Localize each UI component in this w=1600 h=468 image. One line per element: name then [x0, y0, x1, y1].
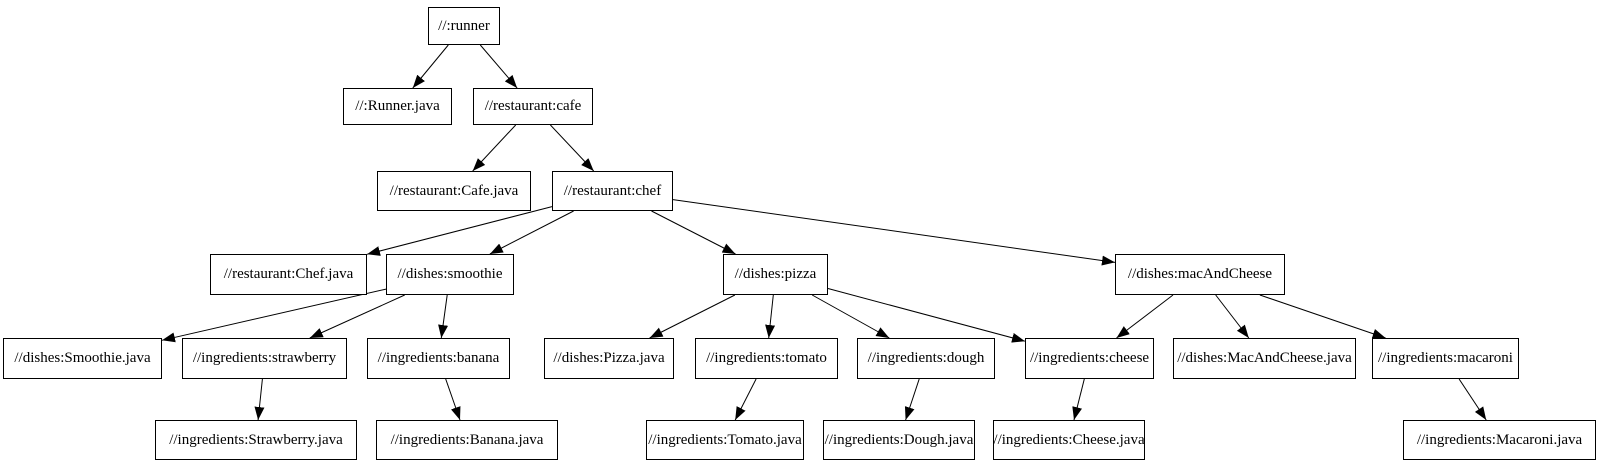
- node-label: //restaurant:cafe: [484, 98, 582, 114]
- node-runner-java: //:Runner.java: [343, 88, 452, 125]
- node-label: //ingredients:strawberry: [192, 350, 337, 366]
- node-macandcheese-java: //dishes:MacAndCheese.java: [1173, 338, 1356, 379]
- edge-pizza-to-tomato: [765, 294, 776, 339]
- node-label: //dishes:MacAndCheese.java: [1177, 350, 1352, 366]
- node-label: //dishes:Smoothie.java: [14, 350, 151, 366]
- node-cheese-java: //ingredients:Cheese.java: [993, 420, 1145, 460]
- edge-macandcheese-to-macandcheese-java: [1215, 294, 1250, 339]
- edge-dough-to-dough-java: [904, 378, 920, 421]
- node-label: //dishes:smoothie: [397, 266, 503, 282]
- edge-chef-to-pizza: [651, 210, 736, 255]
- node-smoothie: //dishes:smoothie: [386, 254, 514, 295]
- edge-chef-to-macandcheese: [672, 199, 1116, 266]
- edge-cafe-to-cafe-java: [472, 124, 517, 172]
- node-chef-java: //restaurant:Chef.java: [210, 254, 367, 295]
- node-chef: //restaurant:chef: [552, 171, 673, 211]
- node-label: //ingredients:tomato: [706, 350, 827, 366]
- edges-group: [161, 44, 1487, 421]
- edge-pizza-to-cheese: [827, 288, 1026, 343]
- node-label: //ingredients:banana: [377, 350, 500, 366]
- node-banana-java: //ingredients:Banana.java: [376, 420, 558, 460]
- node-label: //dishes:Pizza.java: [553, 350, 665, 366]
- node-label: //dishes:macAndCheese: [1127, 266, 1273, 282]
- node-cafe: //restaurant:cafe: [473, 88, 593, 125]
- node-label: //ingredients:macaroni: [1378, 350, 1513, 366]
- edge-chef-to-smoothie: [489, 210, 574, 255]
- edge-chef-to-chef-java: [366, 206, 553, 256]
- node-pizza-java: //dishes:Pizza.java: [544, 338, 674, 379]
- edge-smoothie-to-smoothie-java: [161, 288, 387, 343]
- node-pizza: //dishes:pizza: [723, 254, 828, 295]
- node-tomato-java: //ingredients:Tomato.java: [646, 420, 804, 460]
- edge-macaroni-to-macaroni-java: [1458, 378, 1487, 421]
- node-label: //restaurant:Cafe.java: [389, 182, 519, 199]
- node-label: //ingredients:Dough.java: [824, 431, 974, 448]
- node-label: //dishes:pizza: [734, 266, 817, 282]
- node-label: //ingredients:Strawberry.java: [169, 431, 343, 448]
- node-label: //ingredients:Banana.java: [390, 431, 544, 448]
- node-dough-java: //ingredients:Dough.java: [823, 420, 975, 460]
- edge-macandcheese-to-macaroni: [1259, 294, 1386, 339]
- node-label: //:runner: [438, 17, 490, 34]
- edge-runner-to-runner-java: [412, 44, 449, 89]
- edge-cafe-to-chef: [550, 124, 595, 172]
- edge-cheese-to-cheese-java: [1072, 378, 1085, 421]
- node-cafe-java: //restaurant:Cafe.java: [377, 171, 531, 211]
- node-label: //ingredients:Macaroni.java: [1416, 431, 1583, 448]
- node-label: //ingredients:cheese: [1029, 350, 1150, 366]
- node-dough: //ingredients:dough: [857, 338, 995, 379]
- node-smoothie-java: //dishes:Smoothie.java: [3, 338, 162, 379]
- node-label: //restaurant:chef: [563, 182, 662, 199]
- node-strawberry: //ingredients:strawberry: [182, 338, 347, 379]
- node-runner: //:runner: [428, 7, 500, 45]
- edge-smoothie-to-strawberry: [309, 294, 405, 339]
- edge-macandcheese-to-cheese: [1116, 294, 1174, 339]
- node-label: //ingredients:dough: [867, 350, 985, 366]
- node-label: //restaurant:Chef.java: [223, 266, 354, 282]
- node-strawberry-java: //ingredients:Strawberry.java: [155, 420, 357, 460]
- edge-smoothie-to-banana: [438, 294, 449, 339]
- edge-pizza-to-pizza-java: [649, 294, 736, 339]
- node-tomato: //ingredients:tomato: [695, 338, 838, 379]
- node-macaroni: //ingredients:macaroni: [1372, 338, 1519, 379]
- edge-tomato-to-tomato-java: [734, 378, 757, 421]
- edge-strawberry-to-strawberry-java: [254, 378, 265, 421]
- node-label: //ingredients:Cheese.java: [993, 431, 1145, 448]
- node-label: //ingredients:Tomato.java: [648, 431, 802, 448]
- node-banana: //ingredients:banana: [367, 338, 510, 379]
- node-macandcheese: //dishes:macAndCheese: [1115, 254, 1285, 295]
- node-cheese: //ingredients:cheese: [1025, 338, 1154, 379]
- node-label: //:Runner.java: [355, 98, 440, 114]
- node-macaroni-java: //ingredients:Macaroni.java: [1403, 420, 1596, 460]
- edge-pizza-to-dough: [811, 294, 890, 339]
- edge-banana-to-banana-java: [445, 378, 461, 421]
- edge-runner-to-cafe: [479, 44, 518, 89]
